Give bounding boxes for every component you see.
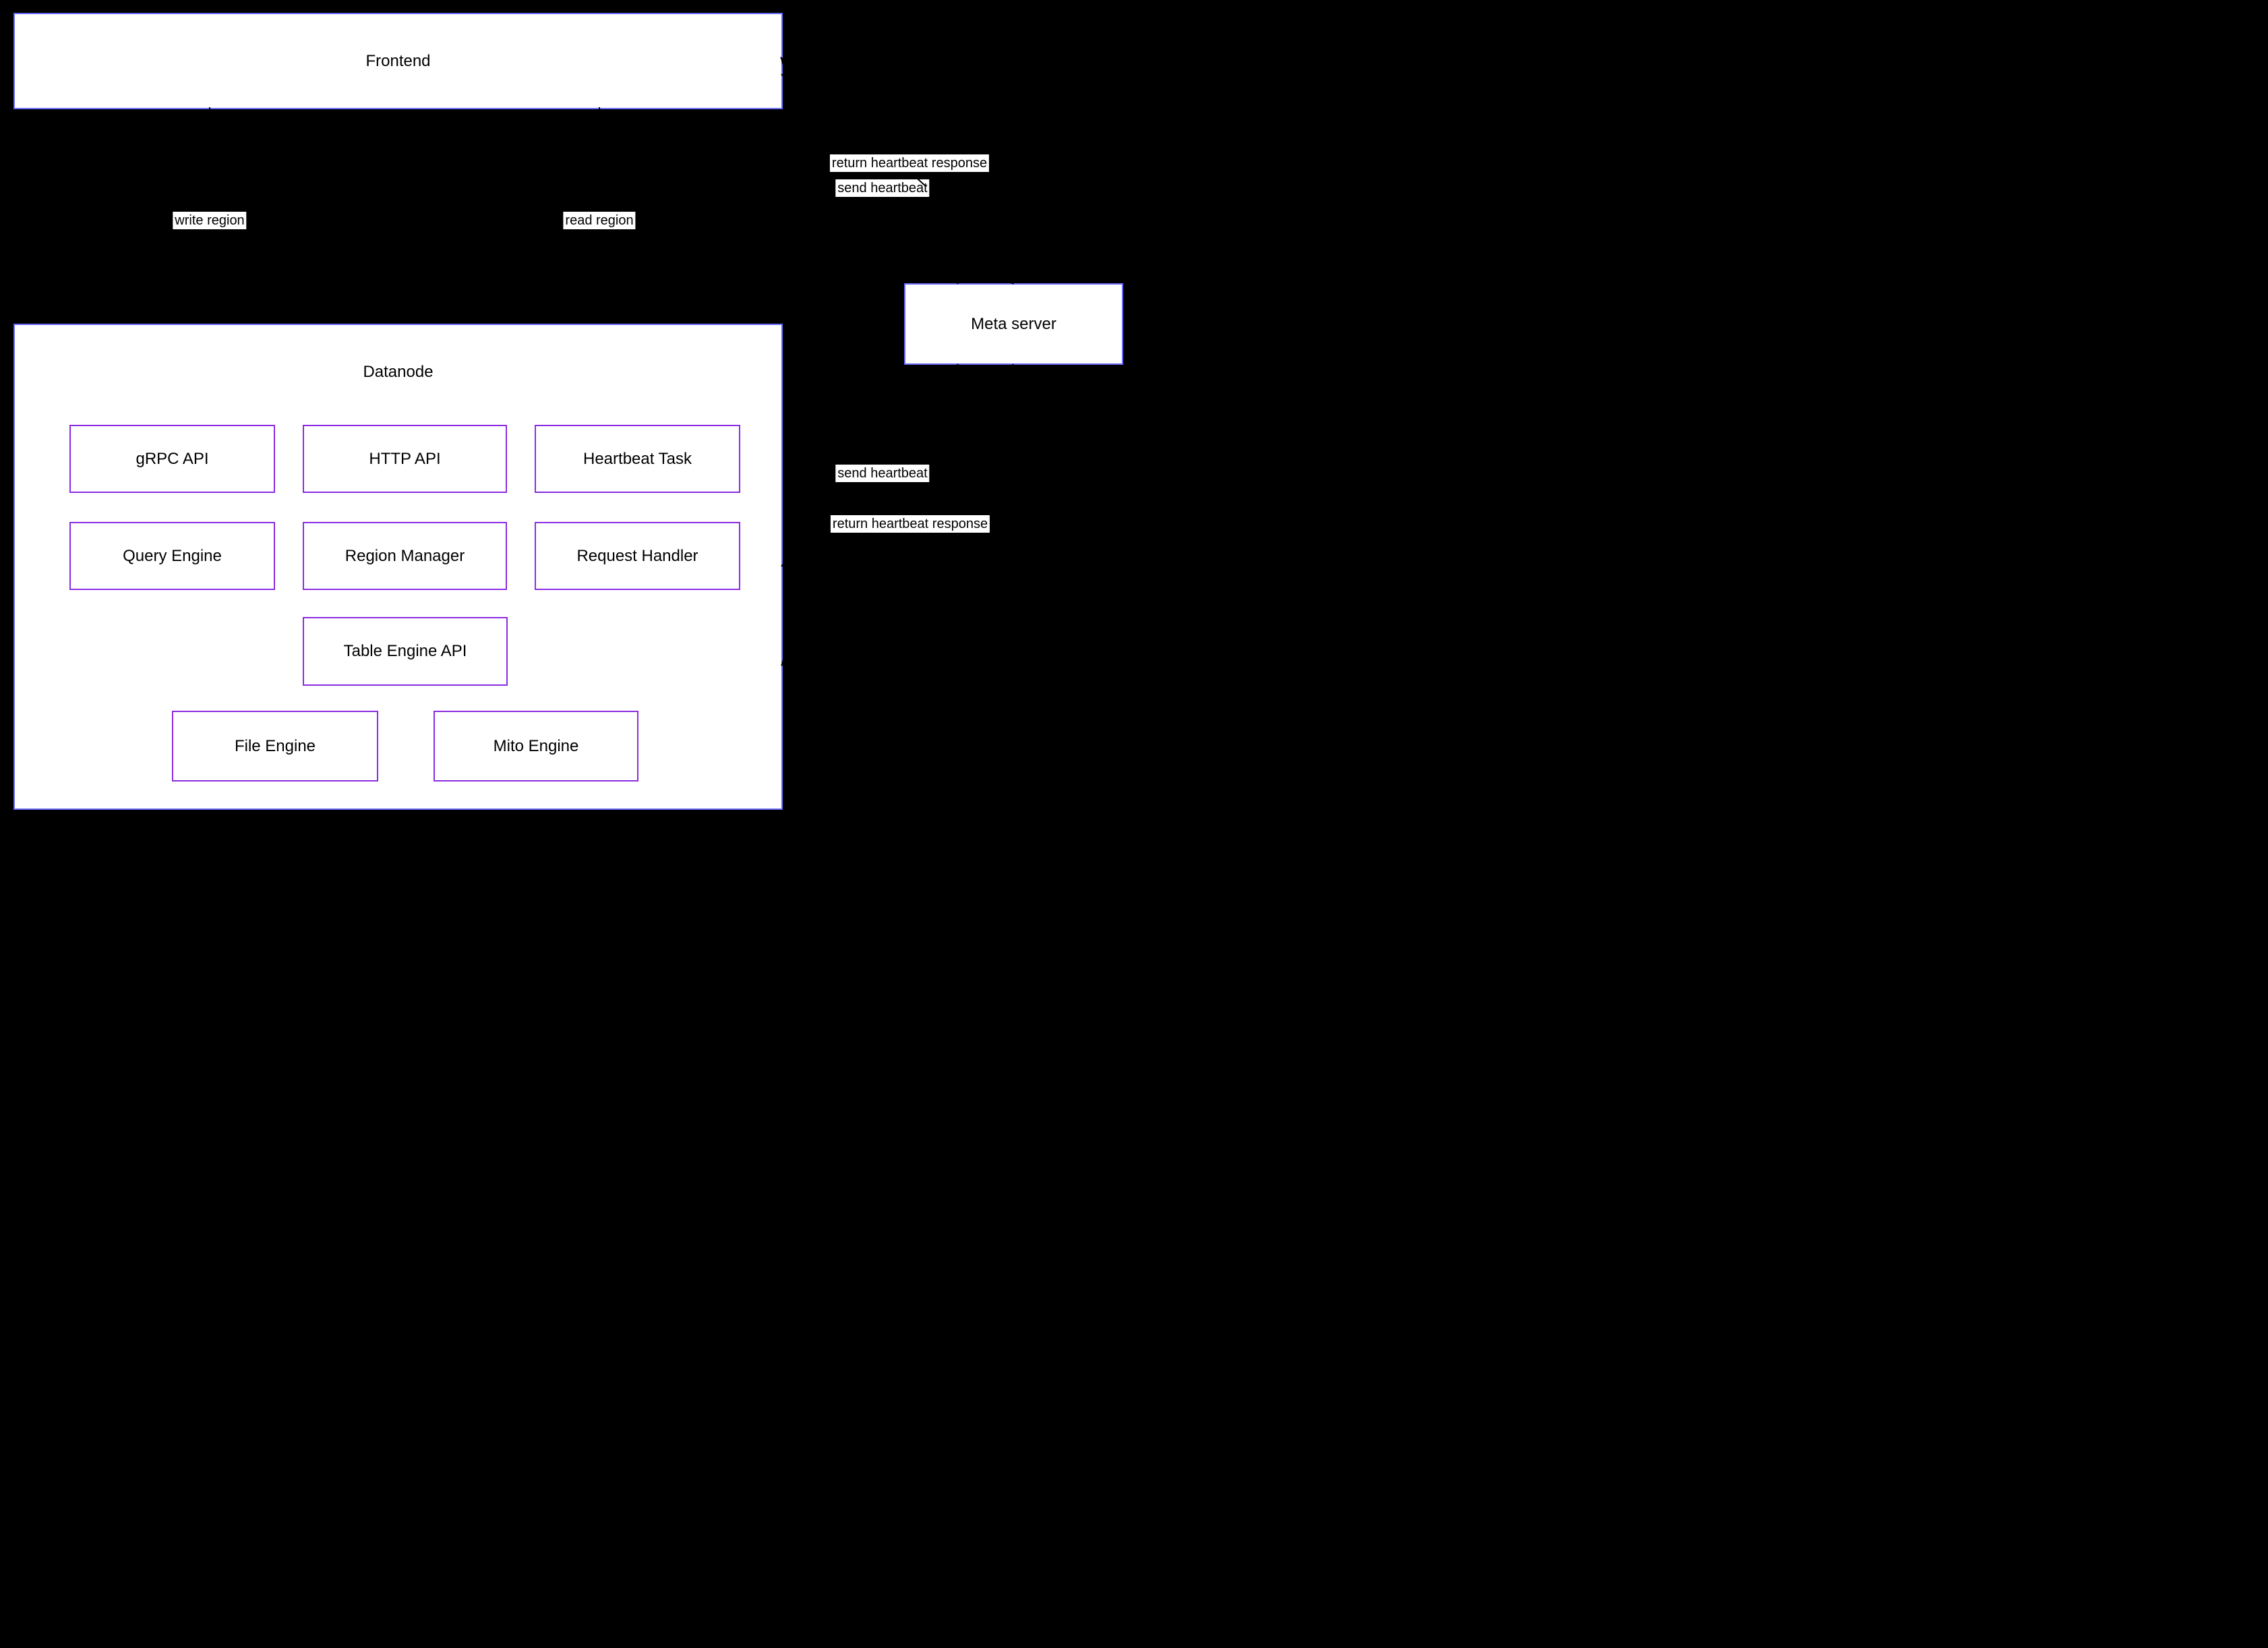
component-label: File Engine: [234, 736, 316, 755]
component-label: Query Engine: [123, 546, 222, 565]
component-label: gRPC API: [136, 449, 209, 468]
component-box-http-api: HTTP API: [303, 425, 507, 493]
component-label: Table Engine API: [343, 642, 467, 660]
component-box-region-manager: Region Manager: [303, 522, 507, 590]
edge-label-write-region: write region: [173, 212, 247, 229]
meta-server-box: Meta server: [904, 283, 1123, 365]
component-label: Request Handler: [576, 546, 698, 565]
datanode-label: Datanode: [363, 363, 434, 381]
architecture-diagram: Frontend Datanode gRPC API HTTP API Heartb…: [0, 0, 1134, 824]
edge-label-read-region: read region: [563, 212, 636, 229]
edge-label-return-heartbeat-response-mid: return heartbeat response: [830, 515, 990, 533]
frontend-box: Frontend: [13, 13, 783, 109]
component-box-file-engine: File Engine: [172, 711, 378, 782]
edge-label-send-heartbeat-top: send heartbeat: [835, 179, 930, 197]
component-label: HTTP API: [369, 449, 441, 468]
meta-server-label: Meta server: [971, 314, 1056, 333]
component-label: Mito Engine: [493, 736, 579, 755]
edge-label-send-heartbeat-mid: send heartbeat: [835, 465, 930, 482]
component-box-request-handler: Request Handler: [535, 522, 740, 590]
component-label: Region Manager: [345, 546, 465, 565]
edge-label-return-heartbeat-response-top: return heartbeat response: [829, 154, 990, 172]
component-box-heartbeat-task: Heartbeat Task: [535, 425, 740, 493]
component-box-table-engine-api: Table Engine API: [303, 617, 508, 686]
component-box-grpc-api: gRPC API: [69, 425, 275, 493]
component-box-mito-engine: Mito Engine: [434, 711, 638, 782]
component-box-query-engine: Query Engine: [69, 522, 275, 590]
frontend-label: Frontend: [365, 51, 431, 70]
component-label: Heartbeat Task: [583, 449, 692, 468]
